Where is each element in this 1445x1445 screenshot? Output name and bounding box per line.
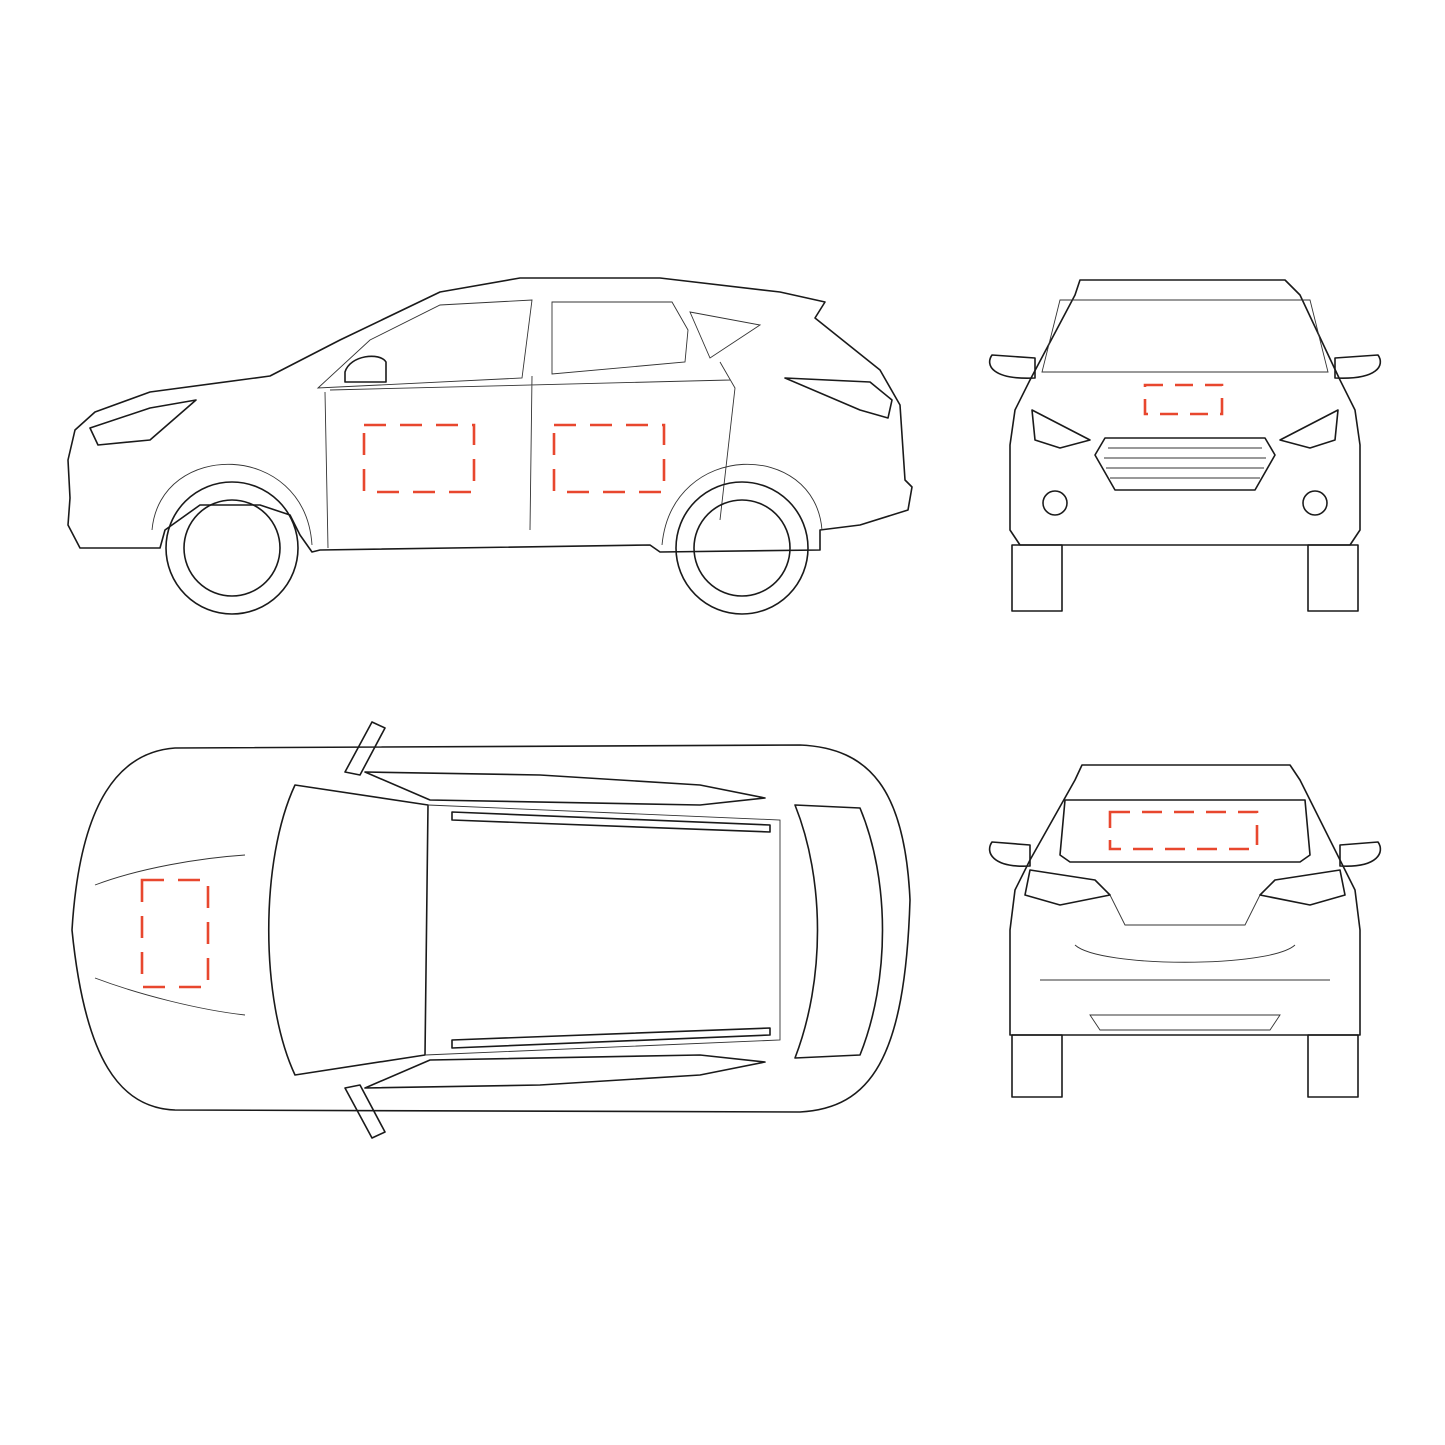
top-body-outline xyxy=(71,744,911,1113)
placement-zone-hood-top xyxy=(140,878,210,989)
fog-light-left xyxy=(1042,490,1068,516)
side-mirror xyxy=(344,355,387,383)
front-headlight-left xyxy=(1031,409,1091,449)
top-hood-lines xyxy=(94,854,246,1016)
placement-zone-hood-front xyxy=(1143,383,1224,416)
front-grille-slats xyxy=(1104,447,1266,479)
front-body-outline xyxy=(1009,279,1361,546)
side-view xyxy=(67,277,913,615)
side-headlight xyxy=(89,399,197,446)
rear-tailgate-lines xyxy=(1040,894,1330,1031)
top-view xyxy=(71,721,911,1139)
side-body-outline xyxy=(67,277,913,553)
rear-rim xyxy=(693,499,791,597)
side-window-quarter xyxy=(689,311,762,359)
rear-wheel xyxy=(675,481,809,615)
placement-zone-rear-window xyxy=(1108,810,1259,851)
rear-mirror-right xyxy=(1339,841,1382,867)
wheel-arches xyxy=(151,463,823,546)
placement-zone-front-door xyxy=(362,423,476,494)
rear-taillight-left xyxy=(1024,869,1111,906)
front-wheel xyxy=(165,481,299,615)
rear-tire-left xyxy=(1011,1034,1063,1098)
top-side-windows-right xyxy=(364,1054,766,1089)
front-rim xyxy=(183,499,281,597)
rear-mirror-left xyxy=(988,841,1031,867)
fog-light-right xyxy=(1302,490,1328,516)
front-view xyxy=(988,279,1382,612)
front-windshield xyxy=(1041,299,1329,373)
front-mirror-left xyxy=(988,354,1036,379)
rear-window xyxy=(1059,799,1311,863)
side-taillight xyxy=(784,377,893,419)
front-mirror-right xyxy=(1334,354,1382,379)
rear-body-outline xyxy=(1009,764,1361,1036)
top-mirror-left xyxy=(344,721,386,776)
front-tire-right xyxy=(1307,544,1359,612)
top-mirror-right xyxy=(344,1084,386,1139)
side-window-front xyxy=(316,299,533,389)
rear-view xyxy=(988,764,1382,1098)
top-side-windows-left xyxy=(364,771,766,806)
top-rear-window xyxy=(794,804,884,1059)
placement-zone-rear-door xyxy=(552,423,666,494)
side-window-rear xyxy=(551,301,689,375)
side-door-lines xyxy=(324,361,736,549)
top-windshield xyxy=(267,784,429,1076)
top-roof-rail-right xyxy=(451,1027,771,1049)
front-grille xyxy=(1094,437,1276,491)
front-headlight-right xyxy=(1279,409,1339,449)
top-roof-rail-left xyxy=(451,811,771,833)
front-tire-left xyxy=(1011,544,1063,612)
rear-taillight-right xyxy=(1259,869,1346,906)
top-roof xyxy=(424,804,781,1056)
rear-tire-right xyxy=(1307,1034,1359,1098)
